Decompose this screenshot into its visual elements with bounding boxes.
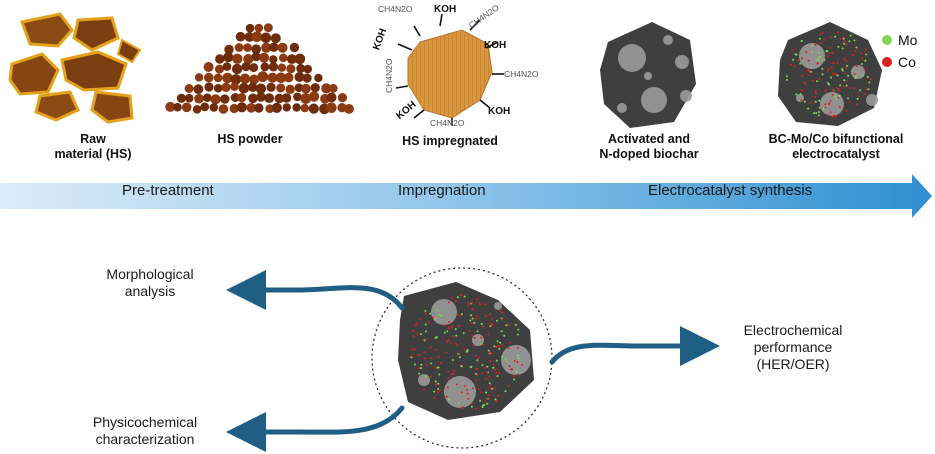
- urea-label: CH4N2O: [467, 2, 501, 30]
- urea-label: CH4N2O: [504, 69, 539, 79]
- output-morphological-analysis: Morphological analysis: [106, 266, 194, 299]
- koh-label: KOH: [394, 99, 418, 122]
- step-label-raw-material: Raw material (HS): [54, 132, 132, 161]
- arrow-to-morphological: [226, 270, 405, 311]
- output-physicochemical-characterization: Physicochemical characterization: [92, 414, 198, 447]
- koh-label: KOH: [434, 4, 456, 15]
- legend-co-label: Co: [898, 54, 916, 70]
- arrow-to-physicochemical: [226, 405, 405, 452]
- urea-label: CH4N2O: [378, 4, 413, 14]
- hs-impregnated-icon: KOH KOH KOH KOH KOH CH4N2O CH4N2O CH4N2O…: [371, 2, 539, 128]
- step-label-bc-catalyst: BC-Mo/Co bifunctional electrocatalyst: [768, 132, 904, 161]
- legend-mo-dot: [882, 35, 892, 45]
- step-label-hs-powder: HS powder: [217, 132, 283, 146]
- sample-biochar-icon: [398, 282, 534, 420]
- step-label-activated-biochar: Activated and N-doped biochar: [599, 132, 699, 161]
- step-label-hs-impregnated: HS impregnated: [402, 134, 498, 148]
- activated-biochar-icon: [600, 22, 696, 128]
- legend-co-dot: [882, 57, 892, 67]
- output-electrochemical-performance: Electrochemical performance (HER/OER): [743, 322, 843, 372]
- stage-electrocatalyst-synthesis: Electrocatalyst synthesis: [648, 182, 813, 199]
- stage-pre-treatment: Pre-treatment: [122, 182, 214, 199]
- koh-label: KOH: [371, 27, 389, 52]
- urea-label: CH4N2O: [430, 118, 465, 128]
- process-band-arrow: [0, 174, 932, 218]
- koh-label: KOH: [484, 40, 506, 51]
- raw-material-icon: [8, 12, 142, 124]
- koh-label: KOH: [488, 106, 510, 117]
- legend-mo-label: Mo: [898, 32, 918, 48]
- hs-powder-icon: [165, 23, 354, 115]
- sample-dotted-circle: [371, 267, 553, 449]
- urea-label: CH4N2O: [384, 58, 394, 93]
- arrow-to-electrochemical: [549, 326, 720, 366]
- bc-mo-co-catalyst-icon: [778, 22, 882, 126]
- stage-impregnation: Impregnation: [398, 182, 486, 199]
